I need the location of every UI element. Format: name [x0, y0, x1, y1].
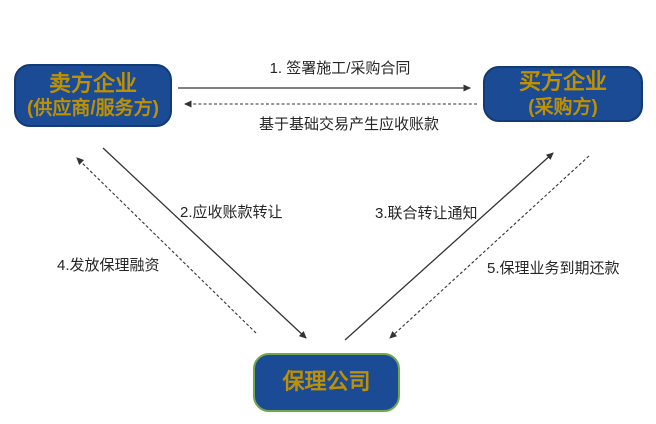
edge-receivable-label: 基于基础交易产生应收账款: [258, 116, 439, 133]
node-factor: 保理公司: [253, 353, 400, 412]
edge-repayment-label: 5.保理业务到期还款: [487, 260, 620, 277]
node-seller: 卖方企业 (供应商/服务方): [14, 64, 172, 127]
edge-repayment-line: [389, 155, 590, 339]
edge-financing-line: [76, 157, 257, 334]
node-factor-title: 保理公司: [282, 369, 371, 395]
edge-transfer-label: 2.应收账款转让: [180, 204, 283, 221]
edge-transfer-line: [102, 147, 307, 339]
node-buyer: 买方企业 (采购方): [483, 66, 643, 122]
node-seller-title: 卖方企业: [48, 70, 137, 96]
edge-notice-label: 3.联合转让通知: [375, 205, 478, 222]
edge-contract-label: 1. 签署施工/采购合同: [269, 60, 411, 77]
edge-notice-line: [344, 152, 554, 341]
edge-financing-label: 4.发放保理融资: [57, 257, 160, 274]
node-seller-subtitle: (供应商/服务方): [27, 98, 159, 120]
node-buyer-title: 买方企业: [518, 69, 607, 94]
node-buyer-subtitle: (采购方): [528, 96, 598, 118]
